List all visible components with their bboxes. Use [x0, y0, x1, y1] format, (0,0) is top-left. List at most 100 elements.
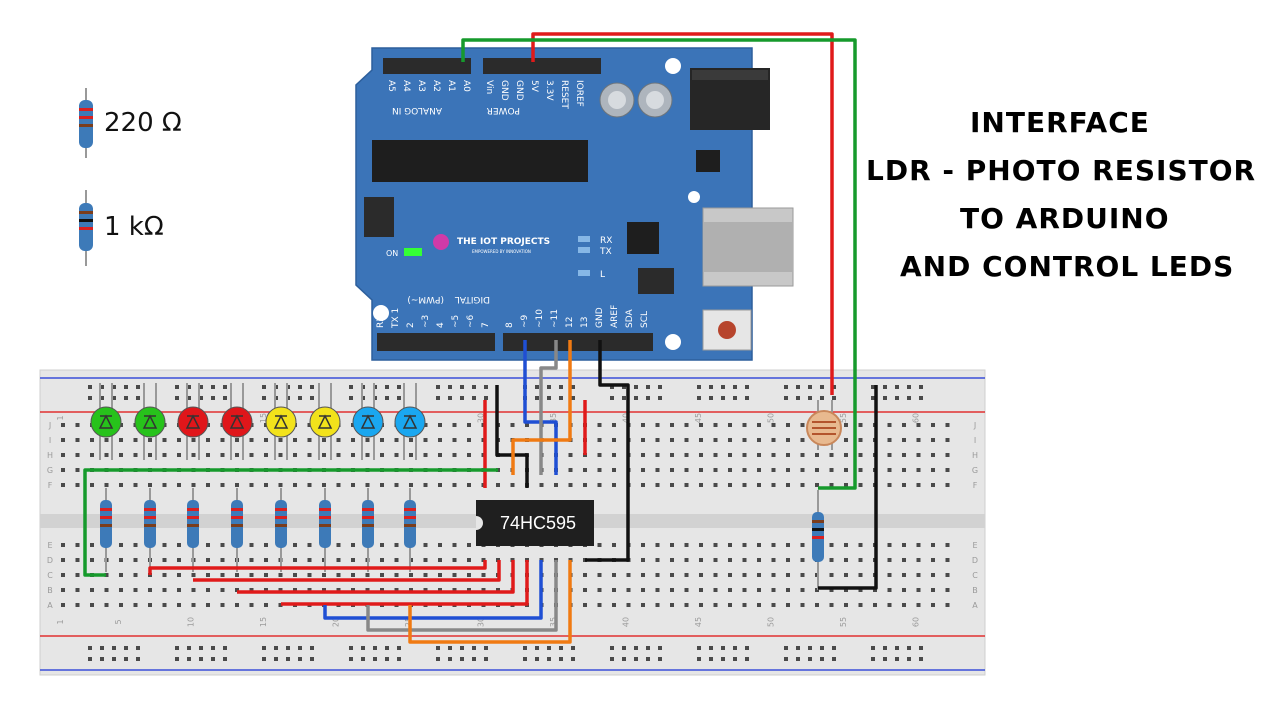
power-header — [483, 58, 601, 74]
row-letter: A — [47, 601, 53, 610]
breadboard-hole — [728, 558, 732, 562]
rail-hole — [634, 385, 638, 389]
breadboard-hole — [786, 543, 790, 547]
breadboard-hole — [786, 468, 790, 472]
rail-hole — [298, 657, 302, 661]
breadboard-hole — [467, 453, 471, 457]
rail-hole — [88, 646, 92, 650]
breadboard-hole — [713, 573, 718, 577]
rail-hole — [646, 646, 650, 650]
breadboard-hole — [757, 483, 761, 487]
breadboard-hole — [684, 603, 689, 607]
breadboard-hole — [728, 603, 732, 607]
breadboard-hole — [771, 588, 776, 592]
breadboard-hole — [322, 453, 326, 457]
rail-hole — [223, 657, 227, 661]
breadboard-hole — [931, 483, 935, 487]
breadboard-hole — [699, 453, 703, 457]
breadboard-hole — [815, 603, 819, 607]
breadboard-hole — [177, 603, 181, 607]
icsp-header — [364, 197, 394, 237]
analog-in-label: ANALOG IN — [392, 105, 442, 115]
breadboard-hole — [90, 588, 94, 592]
breadboard-hole — [394, 543, 399, 547]
rail-hole — [460, 385, 464, 389]
row-letter: F — [48, 481, 53, 490]
jumper-wire — [531, 32, 834, 395]
mounting-hole-3 — [665, 334, 681, 350]
rail-hole — [187, 657, 191, 661]
rail-hole — [547, 646, 551, 650]
breadboard-hole — [438, 423, 442, 427]
column-number: 55 — [839, 617, 848, 627]
rail-hole — [187, 646, 191, 650]
breadboard-hole — [423, 453, 428, 457]
rail-hole — [223, 646, 227, 650]
rail-hole — [820, 385, 824, 389]
breadboard-hole — [278, 483, 283, 487]
breadboard-hole — [119, 588, 123, 592]
breadboard-hole — [133, 573, 138, 577]
jumper-wire — [366, 560, 558, 632]
resistor-220 — [231, 488, 243, 572]
breadboard-hole — [336, 453, 341, 457]
breadboard-hole — [728, 588, 732, 592]
breadboard-hole — [249, 588, 254, 592]
breadboard-hole — [844, 438, 848, 442]
breadboard-hole — [61, 438, 65, 442]
rail-hole — [733, 646, 737, 650]
rail-hole — [523, 657, 527, 661]
rail-hole — [832, 657, 836, 661]
breadboard-hole — [641, 483, 645, 487]
breadboard-hole — [800, 603, 805, 607]
column-number: 40 — [622, 413, 631, 423]
breadboard-hole — [641, 468, 645, 472]
breadboard-hole — [771, 483, 776, 487]
rail-hole — [871, 657, 875, 661]
breadboard-hole — [278, 603, 283, 607]
led — [221, 383, 253, 460]
breadboard-hole — [177, 543, 181, 547]
breadboard-hole — [844, 423, 848, 427]
breadboard-hole — [858, 588, 863, 592]
breadboard-hole — [887, 588, 892, 592]
breadboard-hole — [394, 558, 399, 562]
power-pin-label: Vin — [484, 80, 494, 94]
breadboard-hole — [583, 483, 587, 487]
wires — [83, 32, 878, 644]
row-letter: C — [972, 571, 978, 580]
breadboard-hole — [902, 558, 906, 562]
breadboard-hole — [191, 573, 196, 577]
breadboard-hole — [220, 603, 225, 607]
breadboard-hole — [496, 483, 500, 487]
breadboard-hole — [728, 483, 732, 487]
breadboard-hole — [206, 558, 210, 562]
rail-hole — [310, 385, 314, 389]
rail-hole — [460, 646, 464, 650]
breadboard-hole — [800, 453, 805, 457]
breadboard-hole — [133, 438, 138, 442]
breadboard-hole — [351, 483, 355, 487]
breadboard-hole — [902, 588, 906, 592]
column-number: 1 — [56, 415, 65, 420]
rail-hole — [745, 385, 749, 389]
breadboard-hole — [380, 588, 384, 592]
breadboard-hole — [771, 603, 776, 607]
breadboard-hole — [133, 558, 138, 562]
rail-hole — [535, 396, 539, 400]
analog-header — [383, 58, 471, 74]
breadboard-hole — [829, 558, 834, 562]
breadboard-hole — [452, 558, 457, 562]
digital-pin-label: 4 — [436, 322, 446, 328]
rail-hole — [211, 396, 215, 400]
breadboard-hole — [916, 573, 921, 577]
breadboard-hole — [90, 453, 94, 457]
breadboard-hole — [916, 438, 921, 442]
rail-hole — [175, 396, 179, 400]
rail-hole — [262, 385, 266, 389]
breadboard-hole — [293, 483, 297, 487]
rail-hole — [721, 396, 725, 400]
breadboard-hole — [467, 558, 471, 562]
